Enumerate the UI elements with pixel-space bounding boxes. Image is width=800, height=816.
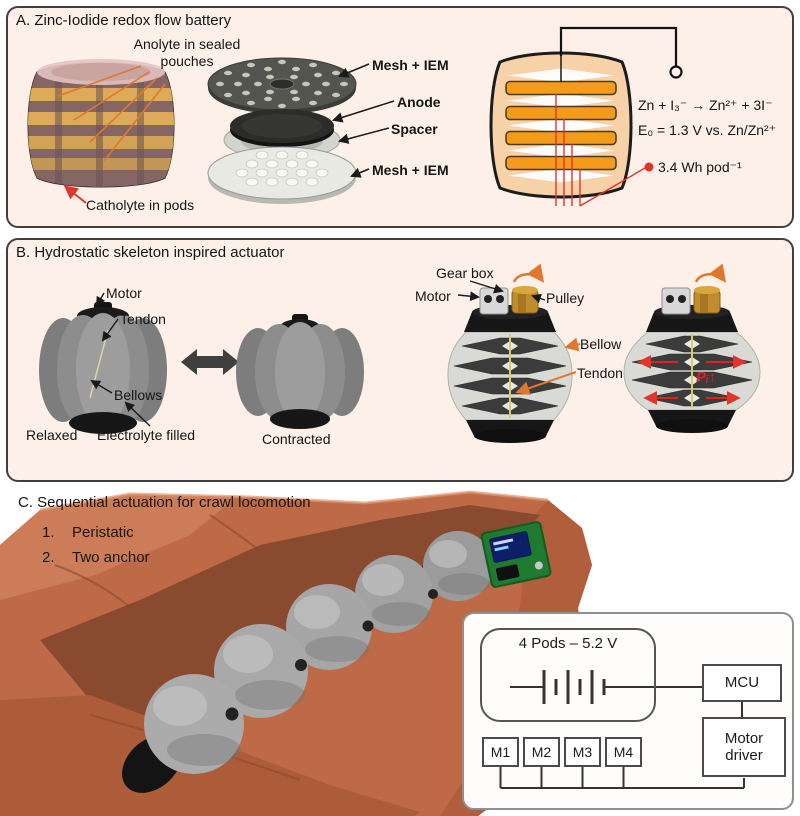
motor2-label: Motor [415,288,451,304]
contracted-actuator-illustration [236,314,364,429]
relaxed-actuator-illustration [39,302,167,434]
anolyte-label: Anolyte in sealed pouches [133,36,241,69]
state-toggle-arrow [181,349,239,375]
pressure-arrows [637,355,747,405]
tendon2-label: Tendon [577,365,623,381]
energy-density: 3.4 Wh pod⁻¹ [658,159,742,175]
bellows-label: Bellows [114,387,163,403]
exploded-cell-stack-illustration [207,57,357,204]
actuator-leader-lines-left [90,292,151,427]
panel-b-title: B. Hydrostatic skeleton inspired actuato… [16,244,285,261]
battery-pods-label: 4 Pods – 5.2 V [518,635,618,652]
panel-c-title: C. Sequential actuation for crawl locomo… [18,494,311,511]
actuator-leader-lines-right [457,280,581,395]
motor-box-m1: M1 [482,737,519,767]
anolyte-leader-lines [57,65,166,162]
catholyte-arrow [63,185,87,204]
motor-box-m2: M2 [523,737,560,767]
list-item-1: Peristatic [72,524,134,541]
actuator-schematic-pressurized [623,263,761,433]
list-item-2-num: 2. [42,549,55,566]
cross-section-illustration [489,26,683,207]
rotation-arrow [512,263,545,283]
wiring-diagram: 4 Pods – 5.2 V MCU Motor driver M1 M2 M3… [462,612,794,810]
list-item-1-num: 1. [42,524,55,541]
spacer-label: Spacer [391,121,438,137]
motor-label: Motor [106,285,142,301]
relaxed-label: Relaxed [26,427,78,443]
segment-motor-caps [225,589,438,721]
rotation-arrow [694,263,727,283]
gearbox-label: Gear box [436,265,494,281]
reaction-equation: Zn + I₃⁻ → Zn²⁺ + 3I⁻ [638,97,773,113]
anode-label: Anode [397,94,441,110]
mesh-top-label: Mesh + IEM [372,57,449,73]
mesh-bottom-label: Mesh + IEM [372,162,449,178]
battery-pod-outline [480,628,656,722]
list-item-2: Two anchor [72,549,150,566]
electrolyte-label: Electrolyte filled [97,427,196,443]
catholyte-label: Catholyte in pods [86,197,195,213]
motor-driver-box: Motor driver [702,717,786,777]
pressure-label: Pᵢ↑ [696,369,717,386]
contracted-label: Contracted [262,431,331,447]
catholyte-wire-terminal [644,162,654,172]
pulley-label: Pulley [546,290,585,306]
tendon-label: Tendon [120,311,166,327]
battery-barrel-illustration [27,59,175,188]
panel-a-title: A. Zinc-Iodide redox flow battery [16,12,232,29]
motor-box-m3: M3 [564,737,601,767]
electrode-terminal [669,65,683,79]
bellow-label: Bellow [580,336,622,352]
control-board [480,521,552,588]
motor-box-m4: M4 [605,737,642,767]
crawling-robot [122,531,493,793]
cell-potential: E₀ = 1.3 V vs. Zn/Zn²⁺ [638,122,777,138]
stack-leader-lines [331,63,395,178]
battery-symbol [542,670,606,704]
wiring-lines [499,670,745,789]
mcu-box: MCU [702,664,782,702]
actuator-schematic-relaxed [447,263,573,443]
